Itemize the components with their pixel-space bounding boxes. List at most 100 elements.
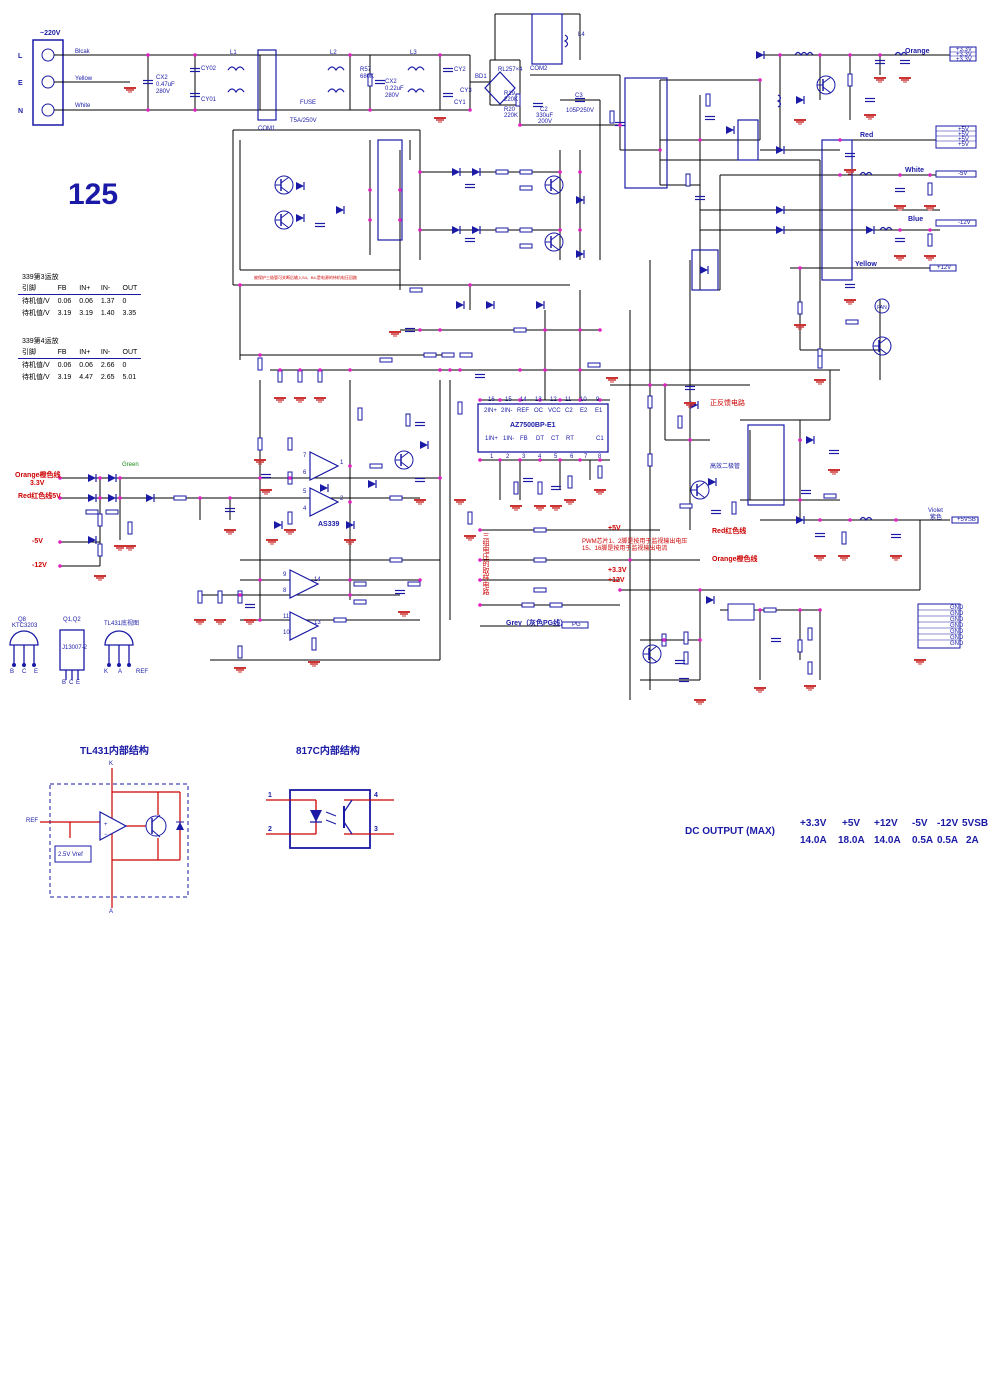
component-label: C2 <box>540 107 548 113</box>
green-line-label: Green <box>122 462 139 468</box>
table-header: IN- <box>96 346 119 359</box>
comparator-pin: 9 <box>283 572 287 578</box>
ic-pin-number: 10 <box>580 397 587 403</box>
component-label: L4 <box>578 32 585 38</box>
spec-rail: +5V <box>842 818 861 829</box>
ic-pin-label: 1IN+ <box>485 436 498 442</box>
wire-white-label: White <box>75 103 91 109</box>
pc817-internal-diagram <box>266 789 394 849</box>
orange-33v-label: 3.3V <box>30 480 45 487</box>
pwm-note-line-2: 15、16脚是按用于监视输出电流 <box>582 546 668 552</box>
table-header: IN+ <box>75 282 97 295</box>
connector-label: +3.3V <box>956 52 972 58</box>
ic-pin-number: 6 <box>570 454 574 460</box>
ic-pin-label: CT <box>551 436 559 442</box>
table-cell: 待机值/V <box>22 298 50 305</box>
ic-pin-number: 12 <box>550 397 557 403</box>
table-cell: 待机值/V <box>22 374 50 381</box>
svg-text:FAN: FAN <box>877 305 887 311</box>
model-number: 125 <box>68 178 119 211</box>
tl431-ref-label: REF <box>26 818 38 824</box>
ic-pin-number: 4 <box>538 454 542 460</box>
component-label: CY2 <box>454 67 466 73</box>
q1q2-pin-e: E <box>76 680 81 686</box>
component-label: T5A/250V <box>290 118 317 124</box>
ic-name: AZ7500BP-E1 <box>510 422 556 429</box>
output-yellow-label: Yellow <box>855 261 877 268</box>
pin-n-label: N <box>18 108 24 115</box>
component-label: CX2 <box>385 79 397 85</box>
pc817-pin-1: 1 <box>268 792 272 799</box>
table-cell: 待机值/V <box>22 362 50 369</box>
q8-pin-e: E <box>34 669 39 675</box>
comparator-pin: 1 <box>340 460 344 466</box>
ic-pin-label: DT <box>536 436 544 442</box>
component-label: R57 <box>360 67 372 73</box>
op-table-title: 339第4运放 <box>22 338 59 345</box>
component-label: CY1 <box>454 100 466 106</box>
tl431-pin-a: A <box>118 669 123 675</box>
table-cell: 2.66 <box>100 361 115 369</box>
connector-label: GND <box>950 605 964 611</box>
comparator-pin: 7 <box>303 453 307 459</box>
ic-pin-label: OC <box>534 408 543 414</box>
comparator-pin: 11 <box>283 614 290 620</box>
component-label: 680K <box>360 74 375 80</box>
tl431-vref-label: 2.5V Vref <box>58 852 83 858</box>
ic-pin-label: 2IN+ <box>484 408 497 414</box>
standby-note: 被保护三极管可关断后输入S4、B4,是电源的待机电压回路 <box>254 275 357 280</box>
pwm-note-line-1: PWM芯片1、2脚是按用于监视输出电压 <box>582 539 688 545</box>
minus-12v-label: -12V <box>32 562 47 569</box>
comparator-pin: 6 <box>303 470 307 476</box>
table-cell: 0.06 <box>57 361 72 369</box>
tl431-diagram-title: TL431内部结构 <box>80 746 149 757</box>
plus-5v-label: +5V <box>608 525 621 532</box>
output-orange-label: Orange <box>905 48 930 55</box>
table-cell: 2.65 <box>100 373 115 381</box>
component-label: FUSE <box>300 100 317 106</box>
op-table-339-4: 引脚 FB IN+ IN- OUT 待机值/V 0.06 0.06 2.66 0… <box>18 346 142 383</box>
ic-pin-number: 15 <box>505 397 512 403</box>
ic-pin-label: VCC <box>548 408 561 414</box>
tl431-pin-ref: REF <box>136 669 148 675</box>
comparator-pin: 2 <box>340 496 344 502</box>
connector-label: +5V <box>958 132 969 138</box>
table-header: IN- <box>96 282 119 295</box>
table-header: FB <box>53 346 76 359</box>
table-cell: 3.19 <box>57 373 72 381</box>
table-cell: 5.01 <box>122 373 137 381</box>
pc817-pin-2: 2 <box>268 826 272 833</box>
table-cell: 待机值/V <box>22 310 50 317</box>
spec-rail: -12V <box>937 818 959 829</box>
connector-label: PG <box>572 622 581 628</box>
connector-label: GND <box>950 635 964 641</box>
ic-pin-number: 5 <box>554 454 558 460</box>
connector-label: GND <box>950 617 964 623</box>
component-label: COM1 <box>258 126 276 132</box>
comparator-pin: 14 <box>314 577 321 583</box>
output-violet-label: Violet <box>928 508 943 514</box>
comparator-pin: 8 <box>283 588 287 594</box>
table-cell: 0 <box>122 361 127 369</box>
component-label: CY02 <box>201 66 217 72</box>
output-white-label: White <box>905 167 925 174</box>
table-cell: 1.40 <box>100 309 115 317</box>
ic-pin-number: 11 <box>565 397 572 403</box>
ic-pin-number: 9 <box>596 397 600 403</box>
table-header: IN+ <box>75 346 97 359</box>
spec-rail: +3.3V <box>800 818 827 829</box>
table-header: 引脚 <box>18 346 54 359</box>
q1q2-pin-c: C <box>69 680 74 686</box>
component-label: 280V <box>156 89 171 95</box>
table-row: 待机值/V 3.19 4.47 2.65 5.01 <box>18 371 141 383</box>
ic-pin-number: 7 <box>584 454 588 460</box>
svg-text:+: + <box>104 822 108 828</box>
driver-note: 高效二极管 <box>710 464 741 470</box>
plus-12v-label: +12V <box>608 577 625 584</box>
connector-label: +5V <box>958 142 969 148</box>
component-label: L3 <box>410 50 417 56</box>
table-cell: 3.35 <box>122 309 137 317</box>
ic-pin-label: E1 <box>595 408 603 414</box>
table-cell: 1.37 <box>100 297 115 305</box>
spec-current: 2A <box>966 835 979 846</box>
